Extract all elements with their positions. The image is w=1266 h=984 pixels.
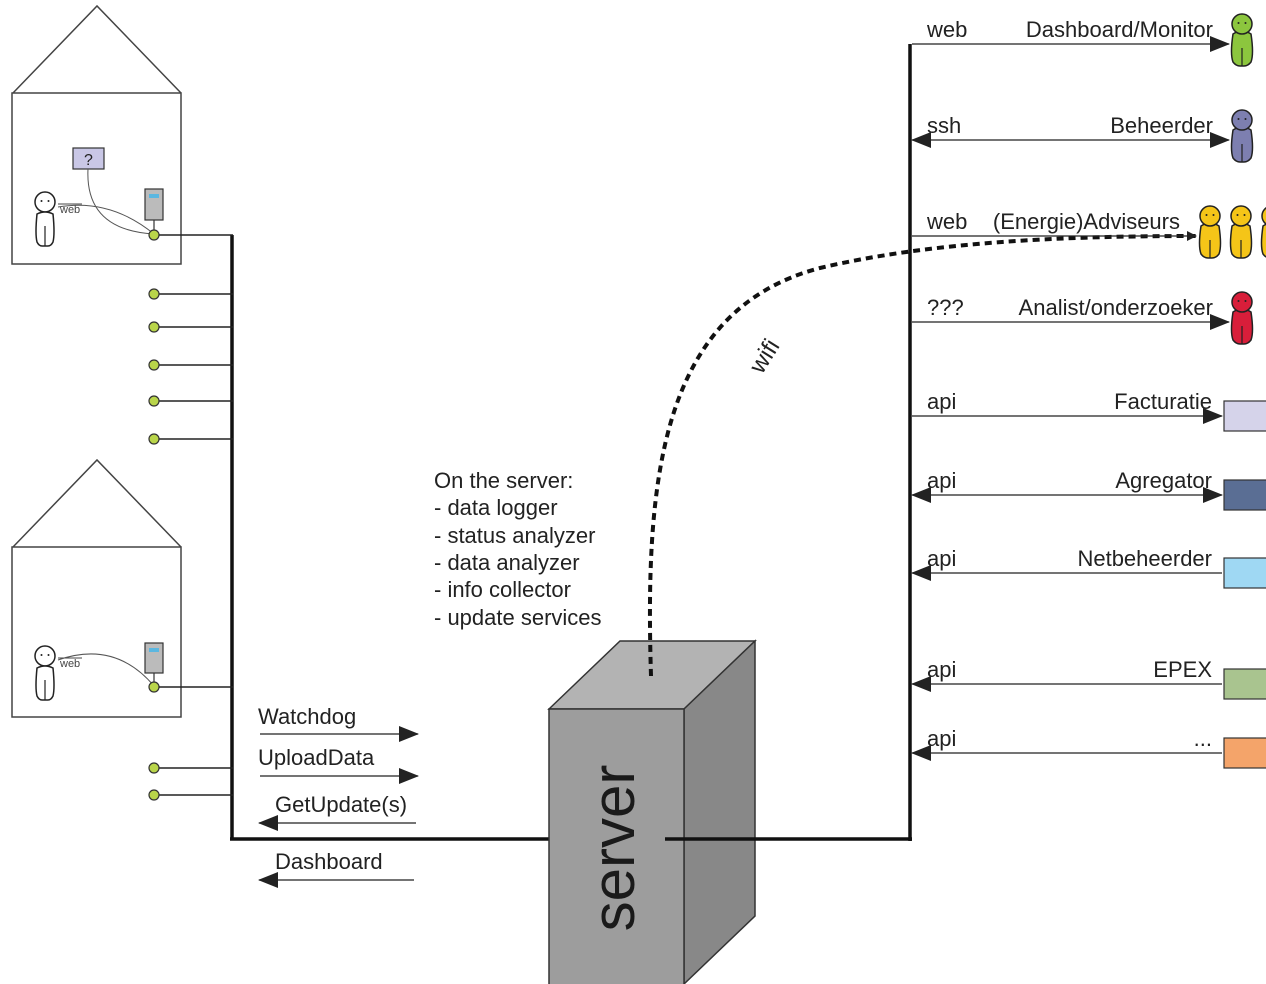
connection-name: Netbeheerder: [1077, 546, 1212, 571]
watchdog-label: Watchdog: [258, 704, 356, 729]
person-icon: [1230, 13, 1254, 67]
server-info-item: - info collector: [434, 577, 571, 602]
home-node: [148, 433, 160, 445]
server-info: On the server: - data logger - status an…: [434, 468, 602, 630]
connection-protocol: api: [927, 389, 956, 414]
house-2-web-link: [57, 653, 155, 687]
unknown-device-box: [72, 147, 105, 170]
house-2-roof: [12, 458, 182, 548]
getupdate-label: GetUpdate(s): [275, 792, 407, 817]
connection-name: Facturatie: [1114, 389, 1212, 414]
left-bus: [159, 234, 572, 841]
service-box: [1223, 737, 1266, 769]
service-box: [1223, 668, 1266, 700]
person-icon: [1260, 207, 1266, 258]
person-icon: [1230, 109, 1254, 163]
connection-protocol: ???: [927, 295, 964, 320]
home-node: [148, 321, 160, 333]
connection-name: (Energie)Adviseurs: [993, 209, 1180, 234]
server-info-item: - data analyzer: [434, 550, 580, 575]
service-box: [1223, 479, 1266, 511]
connection-protocol: api: [927, 468, 956, 493]
right-bus: [665, 44, 912, 841]
house-2-smart-meter-icon: [144, 642, 164, 682]
wifi-label: wifi: [744, 334, 786, 379]
person-icon: [1198, 205, 1222, 259]
connection-name: Analist/onderzoeker: [1019, 295, 1213, 320]
connection-protocol: web: [926, 209, 967, 234]
house-1-unknown-link: [87, 168, 155, 235]
unknown-device-label: ?: [84, 152, 93, 169]
connection-protocol: api: [927, 726, 956, 751]
house-2-web-label: web: [59, 658, 80, 670]
person-icon: [1230, 291, 1254, 345]
server-front-face: [548, 708, 685, 984]
connection-row: api Agregator: [911, 468, 1266, 511]
connection-protocol: api: [927, 657, 956, 682]
extra-home-nodes: [148, 288, 233, 801]
wifi-link: [647, 231, 1197, 677]
connection-name: ...: [1194, 726, 1212, 751]
server-info-title: On the server:: [434, 468, 573, 493]
house-2-node: [148, 681, 160, 693]
connection-row: web (Energie)Adviseurs: [912, 205, 1266, 259]
home-node: [148, 789, 160, 801]
server-label: server: [580, 765, 647, 932]
connection-row: ssh Beheerder: [911, 109, 1254, 163]
house-2: web: [11, 458, 182, 718]
connection-row: api Facturatie: [912, 389, 1266, 432]
house-2-person-icon: [34, 645, 56, 701]
connection-name: EPEX: [1153, 657, 1212, 682]
home-node: [148, 288, 160, 300]
connection-protocol: ssh: [927, 113, 961, 138]
home-node: [148, 762, 160, 774]
home-node: [148, 395, 160, 407]
house-1: ? web: [11, 4, 182, 265]
server-info-item: - data logger: [434, 495, 558, 520]
connection-row: api...: [911, 726, 1266, 769]
uploaddata-label: UploadData: [258, 745, 375, 770]
connection-name: Beheerder: [1110, 113, 1213, 138]
house-1-roof: [12, 4, 182, 94]
service-box: [1223, 400, 1266, 432]
house-1-person-icon: [34, 191, 56, 247]
connection-row: api Netbeheerder: [911, 546, 1266, 589]
connection-name: Agregator: [1115, 468, 1212, 493]
person-icon: [1229, 205, 1253, 259]
connection-name: Dashboard/Monitor: [1026, 17, 1213, 42]
connection-row: web Dashboard/Monitor: [912, 13, 1254, 67]
house-1-web-label: web: [59, 204, 80, 216]
connection-row: ??? Analist/onderzoeker: [912, 291, 1254, 345]
server-box: server: [547, 639, 757, 984]
house-1-web-link: [57, 204, 155, 235]
server-info-item: - update services: [434, 605, 602, 630]
server-info-item: - status analyzer: [434, 523, 595, 548]
house-1-smart-meter-icon: [144, 188, 164, 230]
connection-protocol: api: [927, 546, 956, 571]
house-1-node: [148, 229, 160, 241]
home-node: [148, 359, 160, 371]
right-connections: web Dashboard/Monitor ssh Beheerder web (Ener…: [911, 13, 1266, 769]
connection-protocol: web: [926, 17, 967, 42]
connection-row: api EPEX: [911, 657, 1266, 700]
left-arrow-labels: Watchdog UploadData GetUpdate(s) Dashboa…: [258, 704, 419, 888]
dashboard-label: Dashboard: [275, 849, 383, 874]
service-box: [1223, 557, 1266, 589]
